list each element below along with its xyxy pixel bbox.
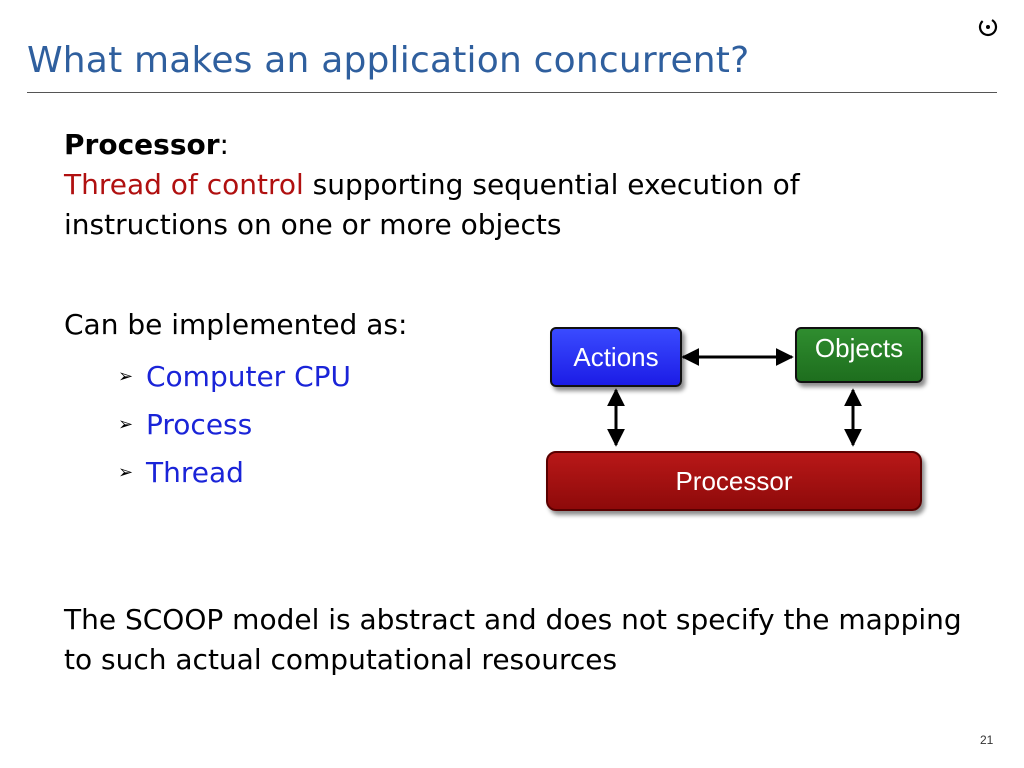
title-divider <box>27 92 997 93</box>
arrow-bullet-icon: ➢ <box>118 461 134 483</box>
list-item: ➢ Thread <box>118 448 351 496</box>
objects-box: Objects <box>795 327 923 383</box>
actions-box: Actions <box>550 327 682 387</box>
list-item: ➢ Process <box>118 400 351 448</box>
definition-colon: : <box>219 128 229 161</box>
definition-highlight: Thread of control <box>64 168 304 201</box>
conclusion-text: The SCOOP model is abstract and does not… <box>64 603 962 676</box>
list-item: ➢ Computer CPU <box>118 352 351 400</box>
arrow-bullet-icon: ➢ <box>118 365 134 387</box>
implementation-intro: Can be implemented as: <box>64 308 408 341</box>
definition-rest: supporting sequential execution of instr… <box>64 168 800 241</box>
slide-title: What makes an application concurrent? <box>27 40 750 81</box>
processor-box: Processor <box>546 451 922 511</box>
page-number: 21 <box>980 733 994 747</box>
definition-text: Thread of control supporting sequential … <box>64 165 944 245</box>
list-item-label: Thread <box>146 455 244 489</box>
logo-icon <box>978 17 998 37</box>
definition-term-line: Processor: <box>64 125 229 165</box>
list-item-label: Process <box>146 407 253 441</box>
definition-term: Processor <box>64 128 220 161</box>
list-item-label: Computer CPU <box>146 359 352 393</box>
arrow-bullet-icon: ➢ <box>118 413 134 435</box>
implementation-list: ➢ Computer CPU ➢ Process ➢ Thread <box>118 352 351 496</box>
